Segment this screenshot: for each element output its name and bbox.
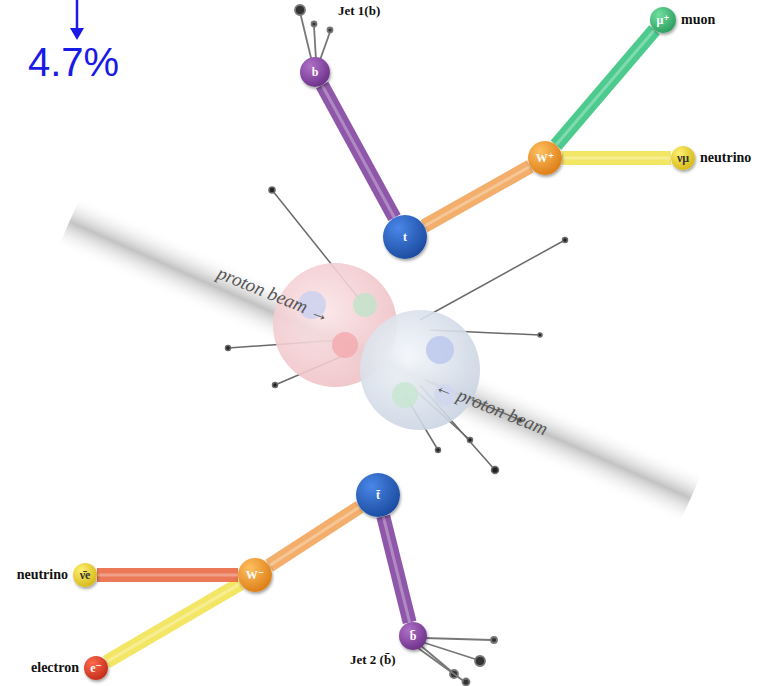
- decay-tube: [97, 575, 238, 576]
- jet-label: Jet 2 (b̄): [350, 652, 396, 668]
- particle-name: muon: [681, 12, 715, 28]
- proton-beam: [58, 196, 702, 524]
- particle-sphere: t̄: [356, 473, 400, 517]
- particle-name: neutrino: [700, 150, 751, 166]
- decay-tube: [269, 507, 359, 566]
- decay-tube: [383, 516, 409, 622]
- decay-tube: [556, 30, 655, 145]
- particle-sphere: W⁺: [528, 141, 562, 175]
- particle-sphere: νμneutrino: [671, 146, 695, 170]
- particle-symbol: b̄: [410, 630, 417, 642]
- decay-tube: [322, 85, 394, 218]
- particle-sphere: ν̄eneutrino: [73, 563, 97, 587]
- particle-name: neutrino: [17, 567, 68, 583]
- decay-tube: [424, 166, 530, 226]
- arrow-head: [70, 28, 84, 40]
- jet-tracks: [418, 637, 497, 686]
- particle-sphere: μ⁺muon: [650, 7, 676, 33]
- particle-symbol: μ⁺: [656, 14, 669, 26]
- particle-sphere: t: [383, 215, 427, 259]
- particle-sphere: e⁻electron: [84, 656, 108, 680]
- particle-symbol: ν̄e: [80, 569, 91, 581]
- proton: [360, 310, 480, 430]
- particle-symbol: e⁻: [90, 662, 102, 674]
- particle-symbol: W⁻: [246, 569, 264, 581]
- percentage-label: 4.7%: [28, 40, 119, 85]
- particle-sphere: W⁻: [238, 558, 272, 592]
- particle-sphere: b̄: [399, 622, 427, 650]
- particle-symbol: b: [312, 66, 319, 78]
- particle-symbol: t̄: [376, 489, 380, 501]
- particle-symbol: νμ: [677, 152, 689, 164]
- decay-tube: [106, 584, 240, 662]
- debris-tracks: [226, 187, 568, 474]
- particle-symbol: W⁺: [536, 152, 554, 164]
- pointer-arrow: [76, 0, 79, 30]
- decay-tube: [562, 158, 671, 159]
- jet-tracks: [295, 5, 333, 62]
- particle-symbol: t: [403, 231, 407, 243]
- particle-sphere: b: [300, 57, 330, 87]
- jet-label: Jet 1(b): [338, 3, 380, 19]
- particle-name: electron: [31, 660, 79, 676]
